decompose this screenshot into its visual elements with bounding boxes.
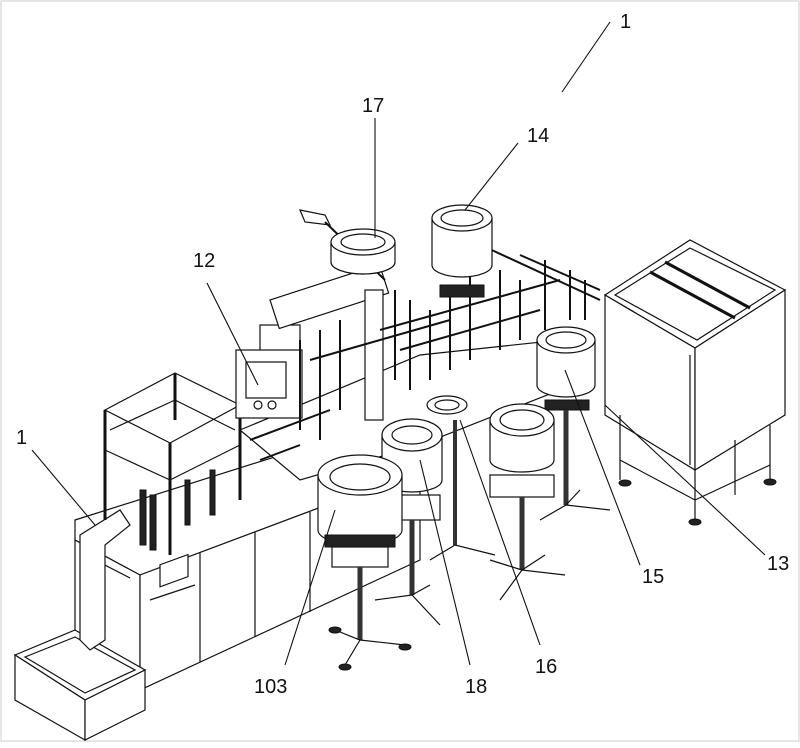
label-18: 18 [465,676,487,698]
feeder-15 [536,326,611,521]
label-device-left: 1 [16,427,27,449]
label-15: 15 [642,566,664,588]
feeder-14 [431,204,493,298]
label-16: 16 [535,656,557,678]
label-12: 12 [193,250,215,272]
feeder-small [426,395,496,561]
label-103: 103 [254,676,287,698]
label-13: 13 [767,553,789,575]
feeder-103 [317,454,412,671]
leader-lines [31,21,766,666]
collection-box [13,629,147,742]
label-14: 14 [527,125,549,147]
feeder-17 [330,228,396,275]
feeder-16 [489,403,566,601]
left-frame [103,372,242,555]
assembly-machinery [235,209,601,481]
label-device-top: 1 [620,11,631,33]
label-17: 17 [362,95,384,117]
discharge-chute [79,509,131,651]
